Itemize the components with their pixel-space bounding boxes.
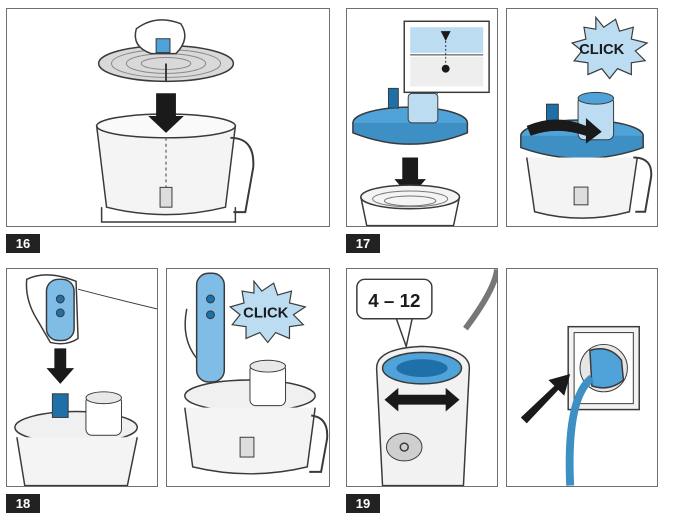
- click-burst-icon: [570, 15, 649, 80]
- rotate-arrow-icon: [384, 387, 460, 412]
- panel-step-19-set-speed: 4 – 12: [346, 268, 498, 487]
- illustration-plug-in: [520, 325, 640, 486]
- panel-step-17-attach-lid: [346, 8, 498, 227]
- panel-step-17-lock-lid: CLICK: [506, 8, 658, 227]
- illustration-lock-lid: CLICK: [520, 15, 653, 219]
- step-number-19: 19: [346, 494, 380, 513]
- panel-step-19-plug-in: [506, 268, 658, 487]
- panel-step-18-insert-motor: [6, 268, 158, 487]
- illustration-set-speed: 4 – 12: [356, 269, 497, 486]
- click-burst-icon: [228, 279, 307, 344]
- click-label-b: CLICK: [243, 306, 289, 322]
- illustration-insert-disc: [95, 19, 255, 223]
- step-number-17: 17: [346, 234, 380, 253]
- step-number-18: 18: [6, 494, 40, 513]
- illustration-attach-lid: [352, 20, 490, 226]
- plug-icon: [589, 348, 625, 389]
- illustration-insert-motor: [14, 274, 157, 486]
- illustration-attach-motor: CLICK: [184, 272, 329, 475]
- panel-step-18-attach-motor: CLICK: [166, 268, 330, 487]
- click-label-a: CLICK: [579, 42, 625, 58]
- panel-step-16: [6, 8, 330, 227]
- speed-range-label: 4 – 12: [368, 290, 420, 311]
- step-number-16: 16: [6, 234, 40, 253]
